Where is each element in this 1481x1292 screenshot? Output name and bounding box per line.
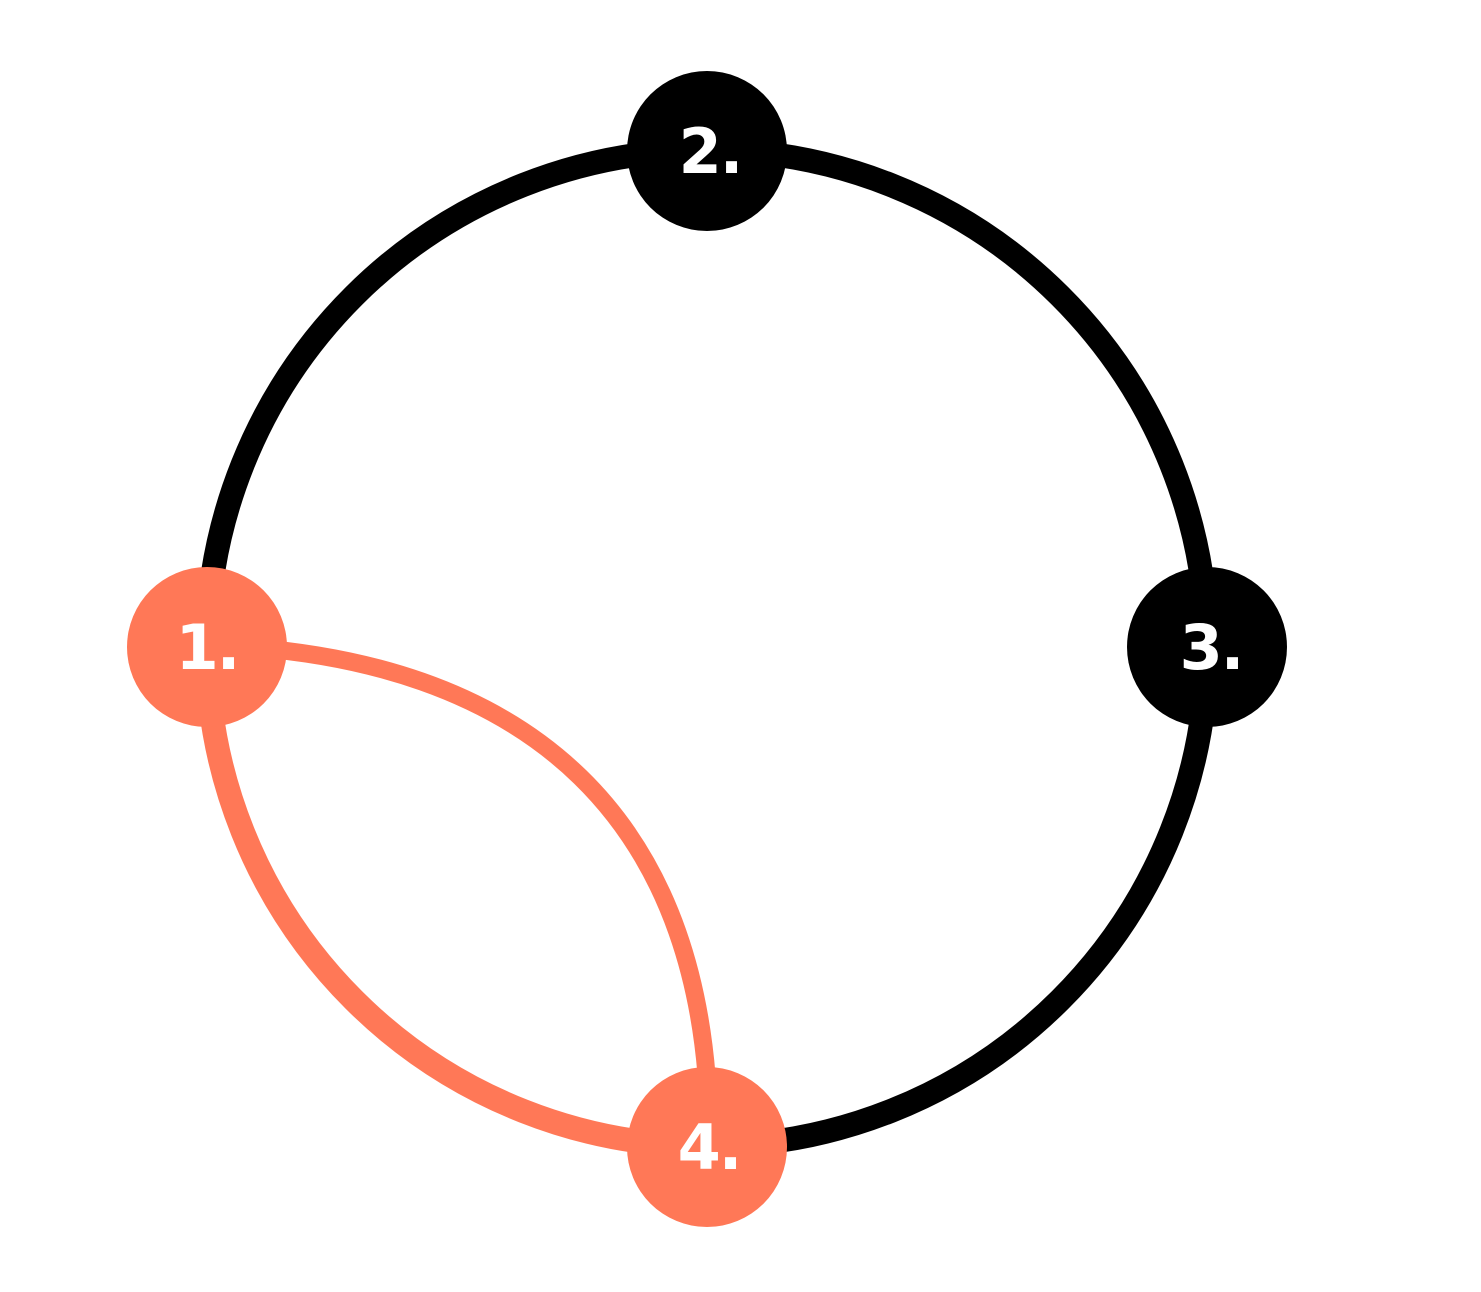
- edge-3-4: [706, 647, 1219, 1158]
- node-3: 3.: [1127, 567, 1287, 727]
- node-4: 4.: [627, 1067, 787, 1227]
- node-3-label: 3.: [1180, 611, 1243, 684]
- node-2-label: 2.: [679, 115, 742, 188]
- node-2: 2.: [627, 71, 787, 231]
- edge-1-2: [195, 138, 708, 649]
- node-1-label: 1.: [176, 611, 239, 684]
- node-1: 1.: [127, 567, 287, 727]
- edge-2-3: [706, 138, 1219, 649]
- edge-1-4-inner: [206, 636, 719, 1147]
- node-4-label: 4.: [678, 1111, 741, 1184]
- edge-4-1: [195, 647, 708, 1158]
